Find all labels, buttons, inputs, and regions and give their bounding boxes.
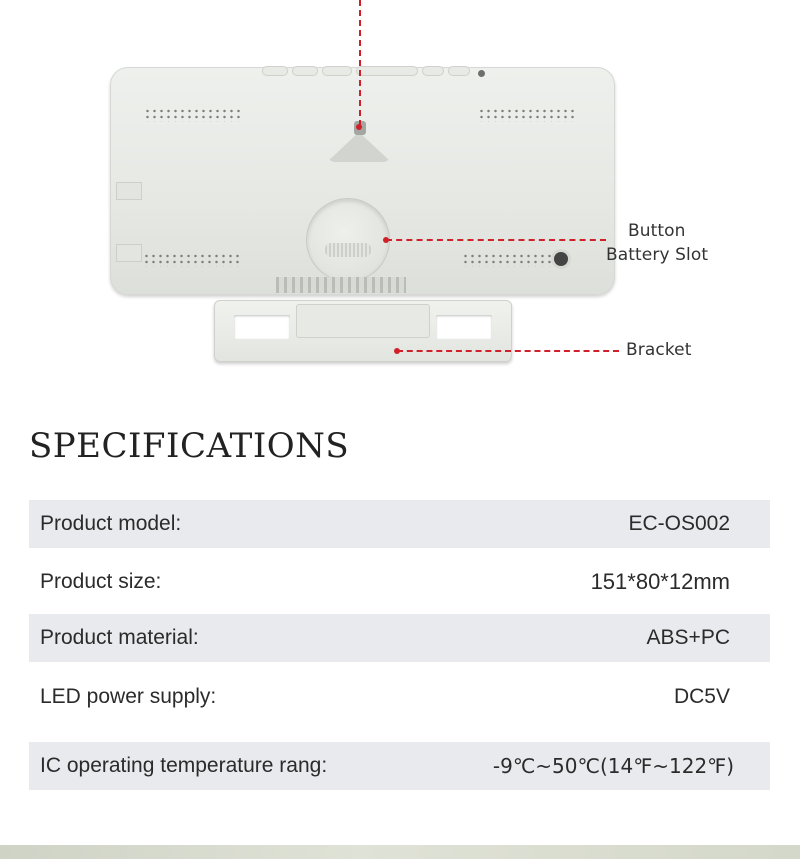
product-illustration: Button Battery Slot Bracket bbox=[0, 0, 800, 400]
label-button: Button bbox=[628, 221, 686, 241]
bracket-hole-left bbox=[234, 315, 290, 339]
spec-value: EC-OS002 bbox=[628, 512, 730, 535]
spec-row-power: LED power supply: DC5V bbox=[29, 673, 770, 721]
specifications-title: SPECIFICATIONS bbox=[29, 426, 350, 466]
spec-row-model: Product model: EC-OS002 bbox=[29, 500, 770, 548]
callout-dot-top bbox=[356, 124, 362, 130]
light-sensor bbox=[478, 70, 485, 77]
callout-line-top bbox=[359, 0, 361, 126]
side-tab-lower bbox=[116, 244, 142, 262]
spec-row-temperature: IC operating temperature rang: -9℃~50℃(1… bbox=[29, 742, 770, 790]
callout-line-battery bbox=[386, 239, 606, 241]
spec-label: IC operating temperature rang: bbox=[40, 754, 328, 777]
spec-label: LED power supply: bbox=[40, 685, 217, 708]
bracket-slot bbox=[276, 277, 406, 293]
spec-label: Product material: bbox=[40, 626, 199, 649]
bracket-hinge bbox=[296, 304, 430, 338]
spec-value: 151*80*12mm bbox=[590, 569, 730, 594]
spec-value: ABS+PC bbox=[646, 626, 730, 649]
speaker-grille-top-right bbox=[478, 108, 574, 122]
stand-bracket bbox=[214, 300, 512, 362]
spec-value: -9℃~50℃(14℉~122℉) bbox=[492, 754, 734, 778]
spec-label: Product size: bbox=[40, 570, 162, 593]
speaker-grille-bottom-left bbox=[143, 253, 239, 267]
spec-value: DC5V bbox=[673, 685, 730, 708]
bracket-hole-right bbox=[436, 315, 492, 339]
battery-cover bbox=[307, 199, 389, 281]
callout-line-bracket bbox=[397, 350, 619, 352]
top-buttons bbox=[262, 66, 470, 78]
speaker-grille-top-left bbox=[144, 108, 240, 122]
speaker-grille-bottom-right bbox=[462, 253, 558, 267]
power-jack bbox=[554, 252, 568, 266]
footer-strip bbox=[0, 845, 800, 859]
spec-label: Product model: bbox=[40, 512, 182, 535]
label-battery-slot: Battery Slot bbox=[606, 245, 709, 265]
label-bracket: Bracket bbox=[626, 340, 692, 360]
spec-row-material: Product material: ABS+PC bbox=[29, 614, 770, 662]
side-tab-upper bbox=[116, 182, 142, 200]
spec-row-size: Product size: 151*80*12mm bbox=[29, 558, 770, 606]
